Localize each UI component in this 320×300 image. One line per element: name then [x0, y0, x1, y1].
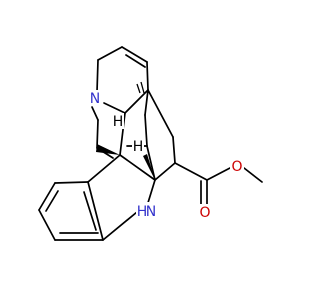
- bond-oester-methyl: [243, 167, 263, 183]
- bond-nh-c7a: [102, 211, 138, 241]
- bond-spiro-c2: [119, 154, 156, 181]
- h-stereo-bridge-label: H: [133, 139, 144, 155]
- bond-chbridge-cq: [124, 89, 149, 114]
- bond-cester-c2: [154, 162, 176, 181]
- hash-cq-2: [140, 81, 145, 94]
- h-stereo-left-label: H: [113, 114, 124, 130]
- bond-benz-5-inner: [83, 191, 97, 231]
- bond-ch-c2: [146, 145, 156, 181]
- bond-benz-5: [87, 181, 104, 241]
- bond-cq-ch2: [147, 89, 174, 138]
- bond-ch2-cester: [172, 136, 176, 164]
- bond-benz-1: [54, 181, 89, 184]
- bond-cester-ccarbonyl: [174, 162, 208, 181]
- bond-benz-3: [38, 209, 56, 241]
- n-amine-label: N: [90, 91, 100, 107]
- molecule-structure: N H H N H O O: [38, 46, 263, 241]
- bond-cq-bridge: [144, 89, 149, 116]
- wedge-c2-h: [143, 154, 155, 180]
- bond-ch2-ch2: [96, 119, 99, 149]
- bond-alkene-cq: [146, 61, 149, 91]
- h-indole-label: H: [137, 204, 148, 220]
- bond-benz-2: [38, 182, 56, 211]
- bond-chbridge-spiro: [119, 112, 126, 156]
- hash-cq-1: [136, 83, 141, 94]
- bond-benz-2-inner: [45, 190, 59, 212]
- bond-spiro-c3a: [87, 154, 121, 183]
- bond-n-ch2-lower: [91, 106, 99, 121]
- atom-labels: N H H N H O O: [88, 90, 244, 221]
- wedge-spiro: [96, 144, 120, 155]
- n-indole-label: N: [146, 204, 156, 220]
- bonds: [38, 46, 263, 241]
- o-carbonyl-label: O: [199, 205, 210, 221]
- bond-ccarbonyl-oester: [206, 167, 231, 181]
- bond-ch-alkene: [121, 46, 148, 63]
- bond-alkene-inner: [125, 54, 146, 68]
- o-ester-label: O: [231, 159, 242, 175]
- bond-n-ch-bridge: [103, 102, 126, 114]
- bond-c2-nh: [146, 179, 156, 207]
- bond-bridge-ch: [144, 114, 148, 147]
- bond-n-ch2: [96, 59, 99, 93]
- bond-ch2-ch: [97, 46, 123, 61]
